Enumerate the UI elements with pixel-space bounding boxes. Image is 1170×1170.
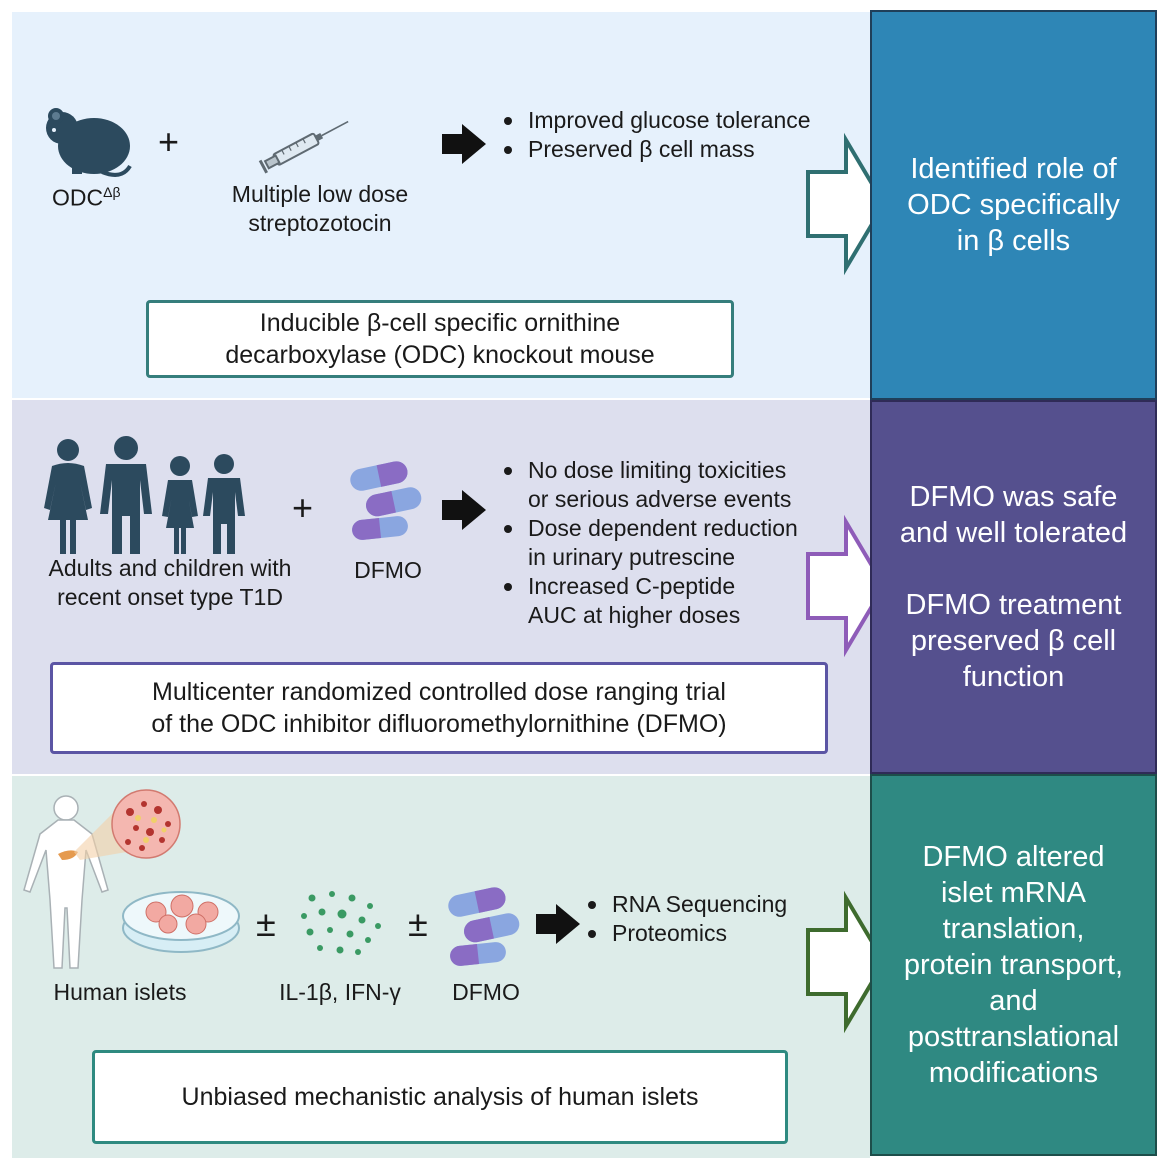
syringe-icon	[258, 120, 349, 174]
arrow-icon	[536, 904, 580, 944]
result-arrow-2	[806, 514, 887, 658]
capsule-icon	[448, 887, 520, 966]
outcome-item: Improved glucose tolerance	[500, 106, 850, 135]
arrow-icon	[442, 124, 486, 164]
study-box-trial: Multicenter randomized controlled dose r…	[50, 662, 828, 754]
result-box-1: Identified role of ODC specifically in β…	[870, 10, 1157, 400]
islets-label: Human islets	[53, 979, 187, 1005]
panel2-plus: +	[292, 487, 314, 528]
panel3-plus-minus-1: ±	[256, 903, 276, 944]
treatment-label: Multiple low dose streptozotocin	[231, 181, 409, 236]
panel1-plus: +	[158, 121, 180, 162]
study-box-islets: Unbiased mechanistic analysis of human i…	[92, 1050, 788, 1144]
outcome-item: Preserved β cell mass	[500, 135, 850, 164]
mouse-genotype-label: ODCΔβ	[52, 178, 142, 213]
result-box-3: DFMO altered islet mRNA translation, pro…	[870, 774, 1157, 1156]
panel3-drug-label: DFMO	[452, 979, 520, 1005]
panel2-outcomes: No dose limiting toxicities or serious a…	[500, 456, 840, 630]
mouse-genotype-main: ODC	[52, 184, 104, 211]
human-body-icon	[23, 789, 181, 969]
petri-dish-icon	[122, 891, 240, 953]
outcome-item: RNA Sequencing	[584, 890, 814, 919]
panel1-outcomes: Improved glucose tolerance Preserved β c…	[500, 106, 850, 164]
cytokine-dots-icon	[301, 891, 381, 955]
outcome-item: No dose limiting toxicities or serious a…	[500, 456, 840, 514]
study-box-mouse: Inducible β-cell specific ornithine deca…	[146, 300, 734, 378]
population-label: Adults and children with recent onset ty…	[48, 555, 292, 610]
cytokines-label: IL-1β, IFN-γ	[279, 979, 401, 1005]
outcome-item: Increased C-peptide AUC at higher doses	[500, 572, 840, 630]
people-icon	[44, 436, 245, 554]
result-arrow-3	[806, 890, 887, 1034]
outcome-item: Dose dependent reduction in urinary putr…	[500, 514, 840, 572]
panel3-outcomes: RNA Sequencing Proteomics	[584, 890, 814, 948]
capsule-icon	[350, 461, 422, 540]
mouse-icon	[46, 108, 132, 177]
result-arrow-1	[806, 132, 887, 276]
result-box-2: DFMO was safe and well tolerated DFMO tr…	[870, 400, 1157, 774]
outcome-item: Proteomics	[584, 919, 814, 948]
panel3-plus-minus-2: ±	[408, 903, 428, 944]
arrow-icon	[442, 490, 486, 530]
mouse-genotype-superscript: Δβ	[103, 184, 121, 200]
panel2-drug-label: DFMO	[354, 557, 422, 583]
